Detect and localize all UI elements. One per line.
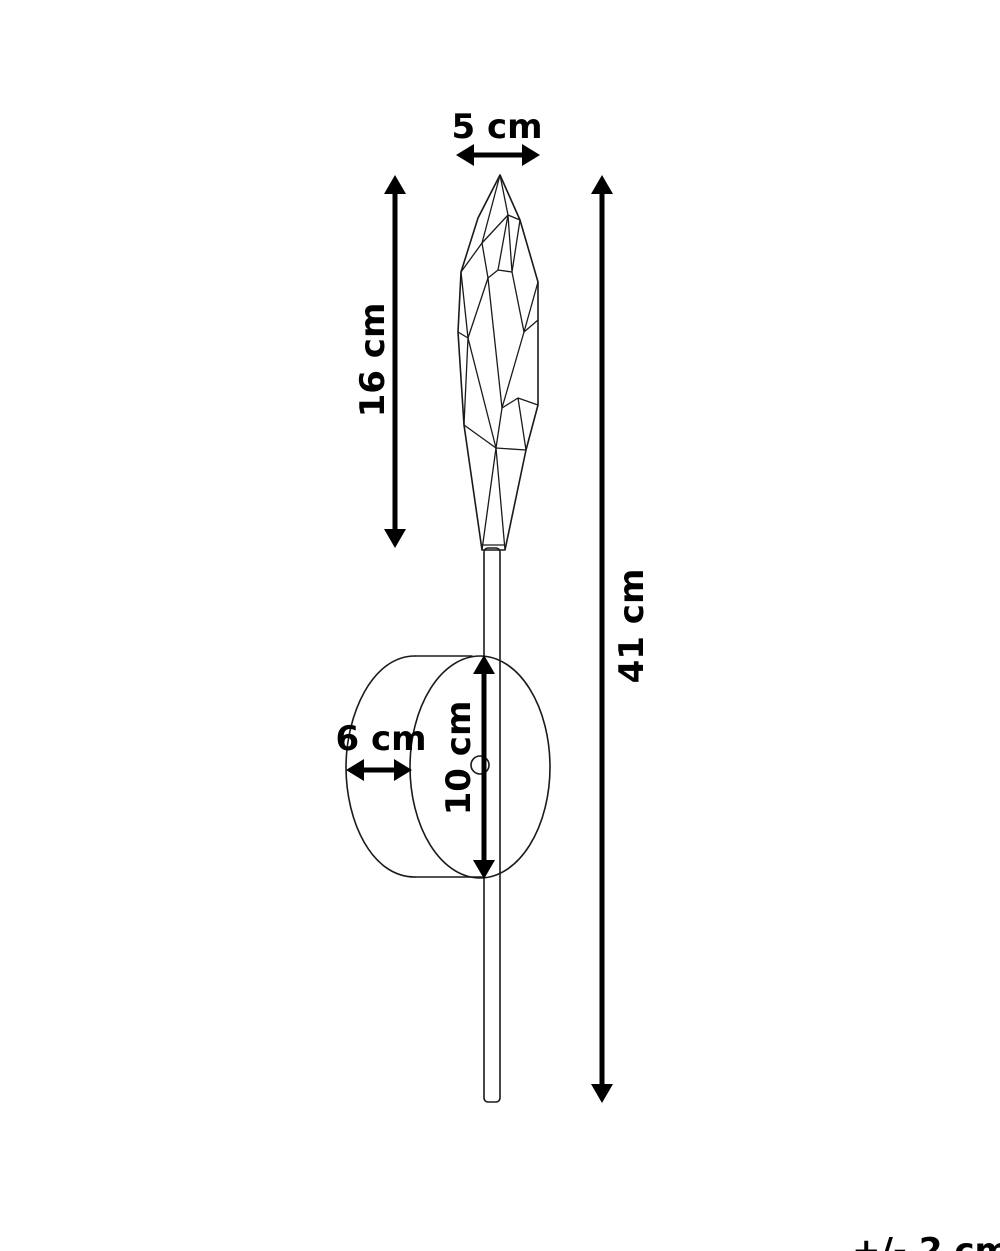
dimension-labels: 5 cm 16 cm 41 cm 6 cm 10 cm +/- 2 cm: [335, 107, 1000, 1251]
dimension-arrows: [346, 144, 613, 1103]
base-depth-arrow: [346, 759, 412, 781]
canopy-screw: [470, 755, 490, 775]
lamp-illustration: [345, 174, 551, 1103]
crystal-shade: [457, 174, 539, 551]
base-depth-label: 6 cm: [335, 719, 426, 759]
wall-canopy: [345, 655, 551, 879]
shade-width-arrow: [456, 144, 540, 166]
base-diameter-arrow: [473, 655, 495, 879]
shade-height-arrow: [384, 175, 406, 548]
shade-height-label: 16 cm: [353, 303, 393, 418]
canopy-front-face: [409, 655, 551, 879]
base-diameter-label: 10 cm: [439, 701, 479, 816]
total-height-arrow: [591, 175, 613, 1103]
tolerance-note: +/- 2 cm: [852, 1231, 1000, 1251]
total-height-label: 41 cm: [612, 569, 652, 684]
shade-width-label: 5 cm: [451, 107, 542, 147]
